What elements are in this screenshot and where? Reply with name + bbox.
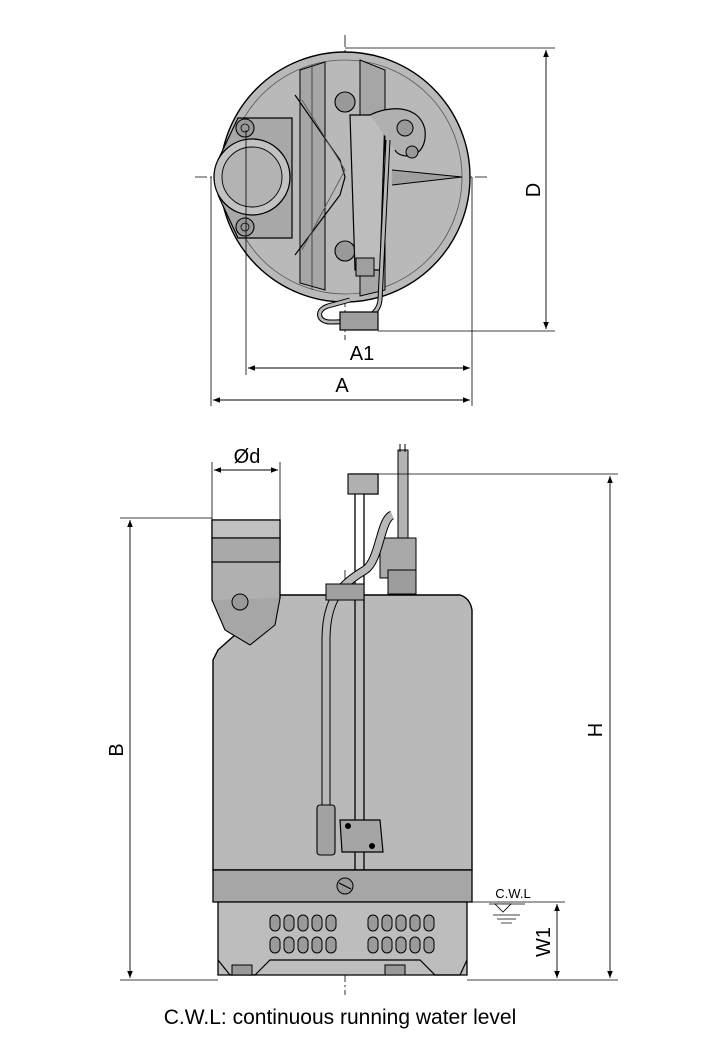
dimension-label-w1: W1 bbox=[533, 927, 555, 957]
dimension-label-a: A bbox=[335, 375, 349, 397]
water-level-label: C.W.L bbox=[495, 886, 530, 901]
dimension-label-d-outlet: Ød bbox=[234, 446, 261, 468]
dimension-label-d-top: D bbox=[523, 183, 545, 197]
water-level-triangle-icon bbox=[494, 903, 512, 913]
top-view: D A1 A bbox=[195, 35, 555, 406]
dimension-label-b: B bbox=[106, 743, 128, 756]
dimension-label-h: H bbox=[585, 723, 607, 737]
dimension-label-a1: A1 bbox=[350, 343, 374, 365]
strainer-slots bbox=[269, 914, 435, 954]
side-view: Ød B H C.W.L W1 bbox=[106, 444, 618, 995]
caption: C.W.L: continuous running water level bbox=[163, 1006, 517, 1029]
